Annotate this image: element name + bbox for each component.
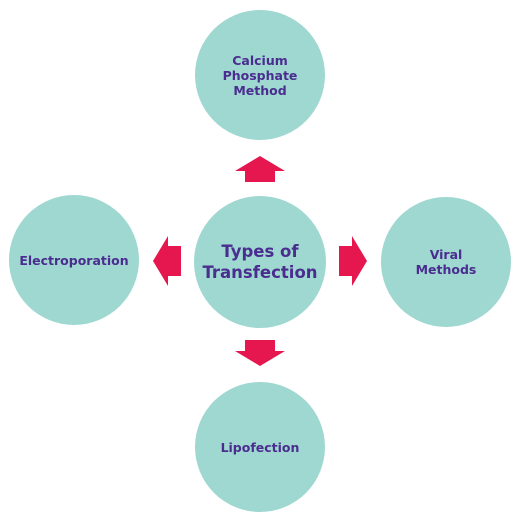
node-lipofection: Lipofection bbox=[195, 382, 325, 512]
node-label: Lipofection bbox=[220, 439, 300, 455]
center-label: Types of Transfection bbox=[202, 242, 318, 282]
node-calcium-phosphate-method: Calcium Phosphate Method bbox=[195, 10, 325, 140]
arrow-up bbox=[235, 156, 285, 182]
node-label: Viral Methods bbox=[415, 247, 477, 277]
arrow-down bbox=[235, 340, 285, 366]
node-viral-methods: Viral Methods bbox=[381, 197, 511, 327]
node-label: Electroporation bbox=[19, 252, 129, 268]
node-types-of-transfection: Types of Transfection bbox=[194, 196, 326, 328]
node-electroporation: Electroporation bbox=[9, 195, 139, 325]
arrow-left bbox=[153, 236, 181, 286]
node-label: Calcium Phosphate Method bbox=[222, 52, 298, 98]
arrow-right bbox=[339, 236, 367, 286]
